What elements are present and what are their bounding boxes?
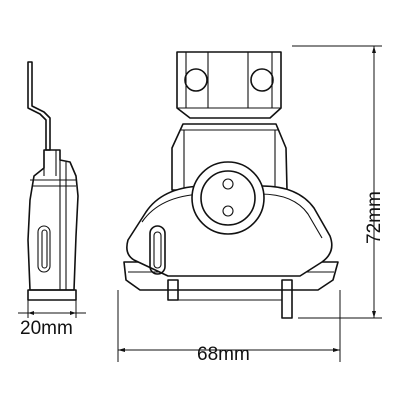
cam-inner: [200, 170, 256, 226]
front-width-label: 68mm: [197, 344, 250, 365]
height-dimension: [292, 45, 382, 319]
right-leg: [281, 279, 293, 319]
height-label: 72mm: [364, 191, 385, 244]
side-width-label: 20mm: [20, 318, 73, 339]
side-hook-plate: [27, 61, 51, 151]
cam-outer: [191, 161, 265, 235]
side-slot: [37, 225, 51, 273]
hinge-hole-left: [184, 68, 208, 92]
base-plate: [123, 261, 339, 291]
cam-hole-bottom: [222, 205, 234, 217]
hinge-hole-right: [250, 68, 274, 92]
lever-slot: [149, 225, 166, 275]
cam-hole-top: [222, 178, 234, 190]
side-view: [18, 61, 86, 318]
width-dimension: [117, 290, 341, 362]
side-body: [27, 149, 79, 291]
front-view: [123, 51, 339, 319]
